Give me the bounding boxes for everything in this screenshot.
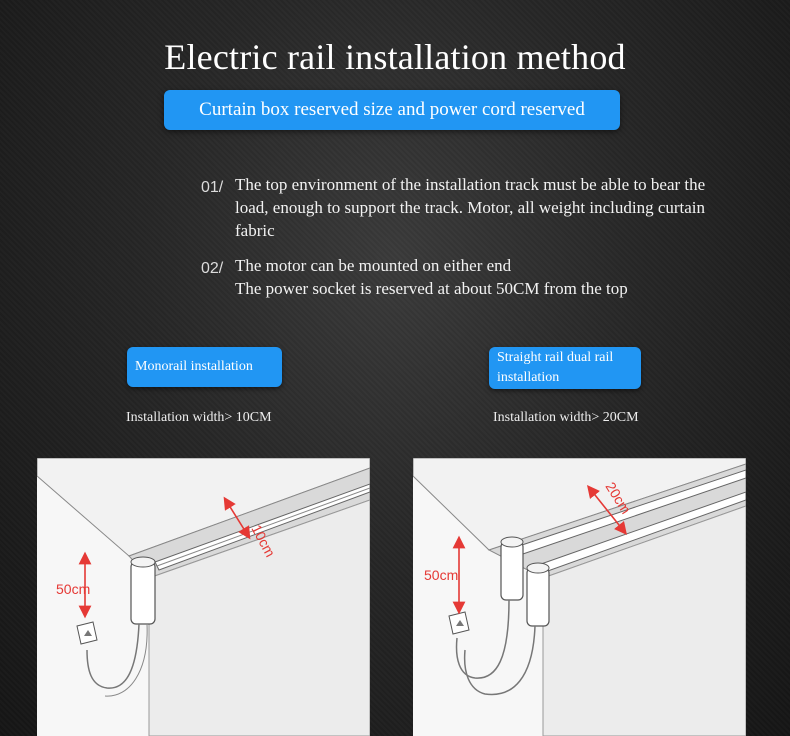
note-1-line-3: fabric	[235, 221, 275, 240]
note-text-2: The motor can be mounted on either end T…	[235, 254, 781, 300]
monorail-width-text: Installation width> 10CM	[126, 410, 272, 425]
dual-rail-width-text: Installation width> 20CM	[493, 410, 639, 425]
page-title: Electric rail installation method	[164, 37, 626, 77]
monorail-height-dimension: 50cm	[56, 581, 90, 597]
dual-rail-label-badge: Straight rail dual rail installation	[489, 347, 641, 389]
note-item-1: 01/ The top environment of the installat…	[201, 173, 781, 243]
note-number-2: 02/	[201, 260, 224, 277]
note-2-line-2: The power socket is reserved at about 50…	[235, 279, 628, 298]
subtitle-badge: Curtain box reserved size and power cord…	[164, 90, 620, 130]
note-number-1: 01/	[201, 179, 224, 196]
monorail-label-badge: Monorail installation	[127, 347, 282, 387]
note-item-2: 02/ The motor can be mounted on either e…	[201, 254, 781, 304]
dual-rail-illustration: 50cm 20cm	[413, 458, 746, 736]
monorail-illustration: 50cm 10cm	[37, 458, 370, 736]
monorail-diagram: 50cm 10cm	[37, 458, 370, 736]
note-1-line-1: The top environment of the installation …	[235, 175, 706, 194]
note-1-line-2: load, enough to support the track. Motor…	[235, 198, 706, 217]
dual-rail-diagram: 50cm 20cm	[413, 458, 746, 736]
note-2-line-1: The motor can be mounted on either end	[235, 256, 512, 275]
dual-rail-height-dimension: 50cm	[424, 567, 458, 583]
note-text-1: The top environment of the installation …	[235, 173, 781, 242]
